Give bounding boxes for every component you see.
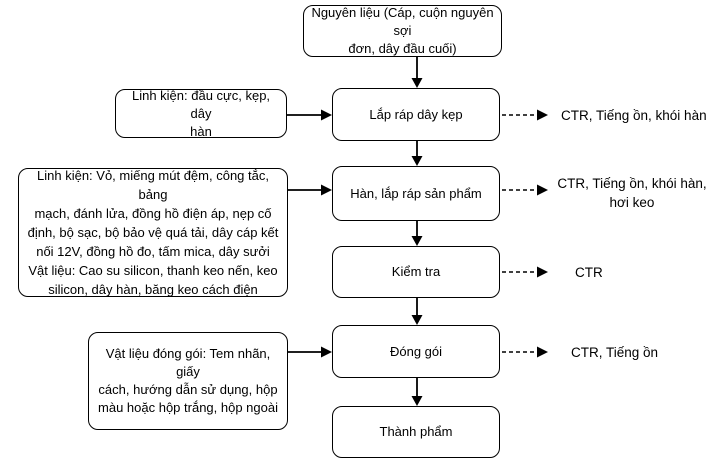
- node-raw-materials: Nguyên liệu (Cáp, cuộn nguyên sợi đơn, d…: [303, 5, 502, 57]
- output-label-step1: CTR, Tiếng ồn, khói hàn: [561, 108, 707, 123]
- arrowhead-down-icon: [411, 315, 423, 325]
- arrowhead-right-icon: [537, 109, 548, 121]
- output-label-step2: CTR, Tiếng ồn, khói hàn, hơi keo: [557, 176, 707, 210]
- node-clamp-assembly: Lắp ráp dây kẹp: [332, 88, 500, 141]
- arrowhead-down-icon: [411, 156, 423, 166]
- node-packing: Đóng gói: [332, 325, 500, 378]
- node-finished-product: Thành phẩm: [332, 406, 500, 458]
- arrowhead-right-icon: [537, 266, 548, 278]
- output-label-step3: CTR: [575, 265, 603, 280]
- input-components-step2: Linh kiện: Vỏ, miếng mút đệm, công tắc, …: [18, 168, 288, 297]
- node-inspection: Kiểm tra: [332, 246, 500, 298]
- node-welding-assembly: Hàn, lắp ráp sản phẩm: [332, 166, 500, 221]
- arrowhead-down-icon: [411, 236, 423, 246]
- arrowhead-right-icon: [321, 346, 332, 358]
- arrowhead-right-icon: [537, 346, 548, 358]
- output-label-step4: CTR, Tiếng ồn: [571, 345, 659, 360]
- input-components-step1: Linh kiện: đầu cực, kẹp, dây hàn: [115, 88, 287, 139]
- arrowhead-right-icon: [321, 109, 332, 121]
- arrowhead-right-icon: [321, 184, 332, 196]
- input-packing-materials-step4: Vật liệu đóng gói: Tem nhãn, giấy cách, …: [88, 332, 288, 430]
- arrowhead-down-icon: [411, 78, 423, 88]
- arrowhead-right-icon: [537, 184, 548, 196]
- arrowhead-down-icon: [411, 396, 423, 406]
